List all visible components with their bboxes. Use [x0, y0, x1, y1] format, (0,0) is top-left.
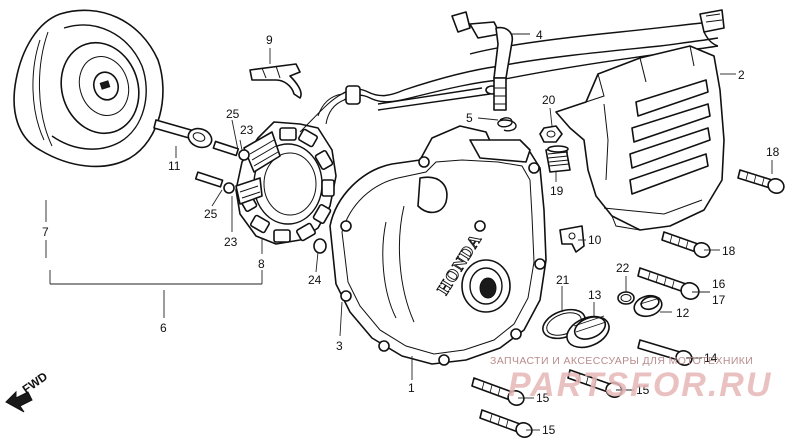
fwd-label: FWD: [20, 369, 51, 396]
callout-22: 22: [616, 261, 630, 275]
callout-23-lower: 23: [224, 235, 238, 249]
callout-24: 24: [308, 273, 322, 287]
grommet: [345, 85, 361, 105]
callout-14: 14: [704, 351, 718, 365]
fan-shroud: [555, 45, 725, 231]
callout-1: 1: [408, 381, 415, 395]
callout-18-lower: 18: [722, 244, 736, 258]
callout-17: 17: [712, 293, 726, 307]
fwd-arrow: FWD: [5, 369, 51, 413]
flywheel-bolt: [153, 119, 213, 149]
callout-12: 12: [676, 306, 690, 320]
watermark: ЗАПЧАСТИ И АКСЕССУАРЫ ДЛЯ МОТОТЕХНИКИ PA…: [490, 355, 772, 404]
watermark-logo: PARTSFOR.RU: [508, 366, 772, 404]
flywheel-rotor: [13, 9, 164, 168]
collar: [545, 145, 571, 173]
small-o-ring: [617, 291, 635, 305]
wire-harness: [317, 9, 725, 125]
bolt-15-lower: [479, 409, 533, 438]
leader-lines: [45, 33, 773, 431]
callout-10: 10: [588, 233, 602, 247]
stator-coil: [235, 93, 343, 245]
hole-cap: [566, 315, 610, 349]
callout-21: 21: [556, 273, 570, 287]
callout-11: 11: [168, 159, 181, 173]
connector: [699, 9, 725, 47]
timing-cap: [633, 294, 663, 318]
callout-labels: 1 2 3 4 5 6 7 8 9 10 11 12 13 14 15 15 1…: [42, 28, 780, 437]
callout-15-lower: 15: [542, 423, 556, 437]
wire-clip: [249, 63, 302, 99]
callout-16: 16: [712, 277, 726, 291]
cover-bolt-bosses: [340, 156, 546, 366]
dowel-pin: [313, 238, 327, 254]
callout-7: 7: [42, 225, 49, 239]
callout-6: 6: [160, 321, 167, 335]
stator-screws: [194, 140, 250, 194]
callout-3: 3: [336, 339, 343, 353]
callout-15-upper: 15: [636, 383, 650, 397]
shroud-vents: [629, 79, 711, 195]
bolt-18-lower: [661, 231, 711, 258]
callout-18-upper: 18: [766, 145, 780, 159]
callout-9: 9: [266, 33, 273, 47]
callout-23-upper: 23: [240, 123, 254, 137]
callout-25-upper: 25: [226, 107, 240, 121]
callout-15-mid: 15: [536, 391, 550, 405]
bolt-14: [637, 339, 693, 366]
spring: [497, 117, 517, 132]
watermark-caption: ЗАПЧАСТИ И АКСЕССУАРЫ ДЛЯ МОТОТЕХНИКИ: [490, 355, 753, 367]
crankcase-cover: HONDA: [329, 125, 547, 366]
callout-5: 5: [466, 111, 473, 125]
callout-13: 13: [588, 288, 602, 302]
stator-teeth: [238, 127, 335, 243]
plug-cap: [451, 11, 514, 111]
callout-25-lower: 25: [204, 207, 218, 221]
bolt-18-upper: [737, 169, 785, 194]
callout-20: 20: [542, 93, 556, 107]
bolt-15-upper: [567, 369, 623, 398]
callout-19: 19: [550, 184, 564, 198]
callout-2: 2: [738, 68, 745, 82]
bolt-15-mid: [471, 377, 525, 406]
callout-8: 8: [258, 257, 265, 271]
bolt-16: [637, 267, 700, 300]
nut-washer: [539, 125, 563, 143]
callout-4: 4: [536, 28, 543, 42]
clamp-clip: [559, 225, 585, 253]
